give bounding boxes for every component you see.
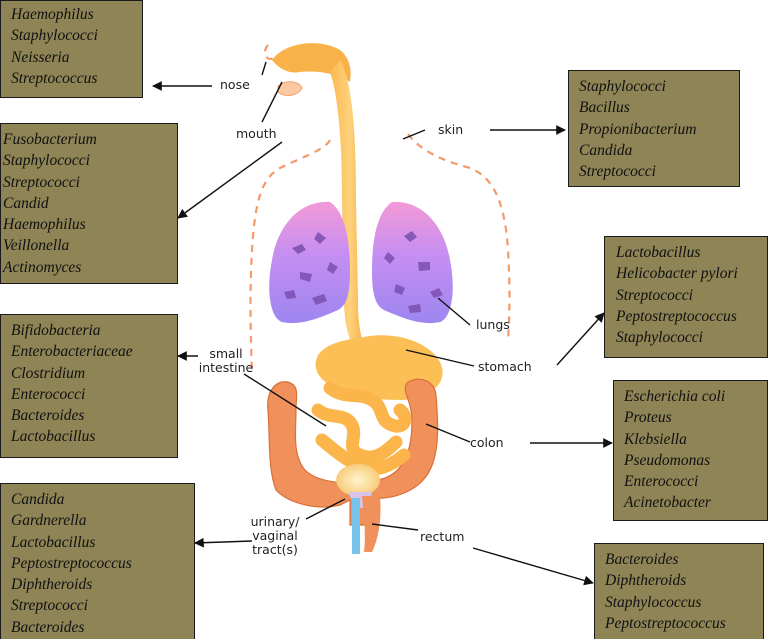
label-rectum: rectum [420, 529, 465, 544]
label-urinary-line-1: urinary/ [250, 514, 300, 529]
bacteria-item: Neisseria [11, 48, 70, 66]
box-stomach-bacteria: Lactobacillus Helicobacter pylori Strept… [604, 236, 768, 358]
bacteria-item: Veillonella [3, 237, 70, 255]
bacteria-item: Helicobacter pylori [616, 265, 738, 283]
label-small-intestine-line-2: intestine [198, 360, 254, 375]
bladder-shape [336, 464, 380, 496]
label-nose: nose [220, 77, 250, 92]
bacteria-item: Acinetobacter [624, 494, 711, 512]
label-small-intestine: small intestine [190, 347, 262, 375]
bacteria-item: Streptococci [11, 597, 88, 615]
box-nose-bacteria: Haemophilus Staphylococci Neisseria Stre… [0, 0, 143, 98]
bacteria-item: Bacteroides [605, 551, 679, 568]
bacteria-item: Actinomyces [3, 258, 82, 276]
bacteria-item: Diphtheroids [605, 572, 687, 590]
bacteria-item: Streptococci [616, 286, 693, 304]
bacteria-item: Lactobacillus [616, 244, 701, 261]
bacteria-item: Candida [579, 141, 633, 159]
bacteria-item: Lactobacillus [11, 533, 96, 551]
lungs-shape [269, 201, 453, 324]
bacteria-item: Candida [11, 491, 65, 508]
bacteria-item: Bacillus [579, 99, 630, 117]
bacteria-item: Pseudomonas [624, 451, 711, 469]
label-urinary-line-3: tract(s) [252, 542, 298, 557]
bacteria-item: Klebsiella [624, 430, 687, 448]
label-stomach: stomach [478, 359, 532, 374]
bacteria-item: Candid [3, 194, 49, 212]
bacteria-item: Haemophilus [3, 216, 86, 234]
box-mouth-bacteria: Fusobacterium Staphylococci Streptococci… [0, 123, 178, 284]
bacteria-item: Bacteroides [11, 618, 85, 636]
bacteria-item: Enterobacteriaceae [11, 343, 133, 361]
bacteria-item: Staphylococci [11, 27, 98, 45]
box-urinary-bacteria: Candida Gardnerella Lactobacillus Peptos… [0, 483, 195, 639]
bacteria-item: Peptostreptococcus [11, 554, 132, 572]
label-lungs: lungs [476, 317, 510, 332]
box-skin-bacteria: Staphylococci Bacillus Propionibacterium… [568, 70, 740, 187]
bacteria-item: Fusobacterium [3, 131, 97, 148]
bacteria-item: Streptococci [3, 173, 80, 191]
label-mouth: mouth [236, 126, 277, 141]
bacteria-item: Streptococci [579, 163, 656, 181]
colon-shape [267, 378, 439, 526]
body-outline [249, 44, 511, 371]
bacteria-item: Enterococci [11, 385, 86, 403]
label-colon: colon [470, 435, 504, 450]
box-colon-bacteria: Escherichia coli Proteus Klebsiella Pseu… [613, 380, 768, 521]
label-small-intestine-line-1: small [209, 346, 243, 361]
bacteria-item: Proteus [624, 409, 672, 427]
esophagus [330, 60, 370, 352]
bacteria-item: Streptococcus [11, 69, 98, 87]
label-urinary-line-2: vaginal [252, 528, 298, 543]
bacteria-item: Propionibacterium [579, 120, 697, 138]
small-intestine-shape [311, 381, 412, 476]
urethra-shape [352, 498, 360, 554]
bacteria-item: Haemophilus [11, 6, 94, 23]
bacteria-item: Staphylococci [3, 152, 90, 170]
bacteria-item: Enterococci [624, 473, 699, 491]
box-small-intestine-bacteria: Bifidobacteria Enterobacteriaceae Clostr… [0, 314, 178, 458]
label-urinary-tract: urinary/ vaginal tract(s) [240, 515, 310, 557]
bacteria-item: Bacteroides [11, 407, 85, 425]
bacteria-item: Diphtheroids [11, 576, 93, 594]
box-rectum-bacteria: Bacteroides Diphtheroids Staphylococcus … [594, 543, 764, 639]
bacteria-item: Escherichia coli [624, 388, 726, 405]
bacteria-item: Bifidobacteria [11, 322, 101, 339]
rectum-shape [362, 496, 381, 552]
bacteria-item: Gardnerella [11, 512, 87, 530]
bacteria-item: Staphylococci [579, 78, 666, 95]
bacteria-item: Staphylococcus [605, 593, 702, 611]
bacteria-item: Peptostreptococcus [605, 614, 726, 632]
bacteria-item: Clostridium [11, 364, 86, 382]
bacteria-item: Staphylococci [616, 329, 703, 347]
label-skin: skin [438, 122, 464, 137]
bacteria-item: Lactobacillus [11, 428, 96, 446]
bacteria-item: Peptostreptococcus [616, 307, 737, 325]
